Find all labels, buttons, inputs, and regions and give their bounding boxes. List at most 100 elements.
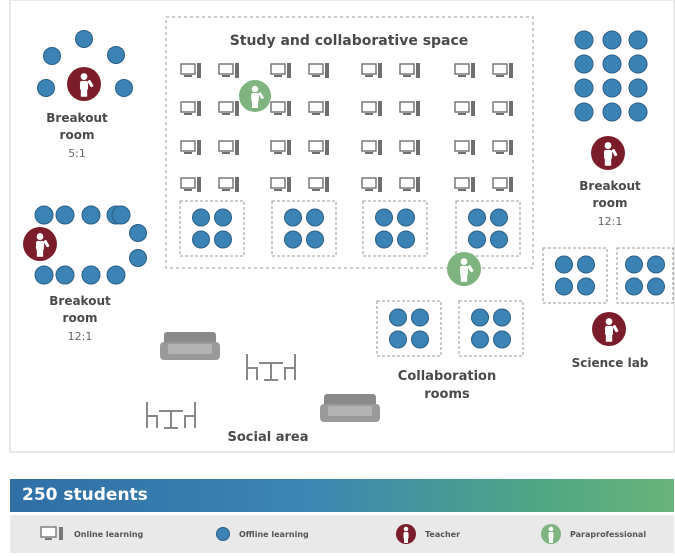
table-chairs-icon bbox=[146, 402, 196, 429]
student-icon bbox=[577, 255, 595, 274]
breakout-room-label-3b: room bbox=[593, 196, 628, 210]
breakout-room-label-1a: Breakout bbox=[46, 111, 108, 125]
sofa-icon bbox=[160, 332, 220, 360]
computer-icon bbox=[218, 101, 239, 116]
student-icon bbox=[397, 208, 415, 227]
science-lab-label: Science lab bbox=[572, 356, 649, 370]
student-icon bbox=[55, 205, 75, 225]
student-icon bbox=[284, 208, 302, 227]
computer-icon bbox=[454, 63, 475, 78]
student-icon bbox=[625, 255, 643, 274]
study-space-title: Study and collaborative space bbox=[230, 33, 469, 49]
student-icon bbox=[577, 277, 595, 296]
student-icon bbox=[192, 230, 210, 249]
student-icon bbox=[490, 230, 508, 249]
computer-icon bbox=[454, 101, 475, 116]
collaboration-rooms-label-b: rooms bbox=[424, 387, 470, 402]
student-icon bbox=[34, 265, 54, 285]
student-icon bbox=[411, 330, 429, 349]
computer-icon bbox=[361, 177, 382, 192]
student-icon bbox=[468, 208, 486, 227]
student-icon bbox=[602, 102, 622, 122]
teacher-icon bbox=[396, 524, 416, 544]
student-icon bbox=[107, 46, 125, 64]
student-icon bbox=[628, 78, 648, 98]
student-icon bbox=[43, 47, 61, 65]
student-icon bbox=[81, 205, 101, 225]
student-icon bbox=[306, 208, 324, 227]
computer-icon bbox=[399, 101, 420, 116]
student-icon bbox=[555, 277, 573, 296]
sofa-icon bbox=[320, 394, 380, 422]
student-icon bbox=[192, 208, 210, 227]
student-icon bbox=[471, 330, 489, 349]
legend-label: Offline learning bbox=[239, 529, 309, 539]
legend: Online learning Offline learning Teacher… bbox=[10, 515, 674, 553]
student-icon bbox=[574, 54, 594, 74]
student-icon bbox=[34, 205, 54, 225]
computer-icon bbox=[361, 63, 382, 78]
student-icon bbox=[115, 79, 133, 97]
legend-label: Online learning bbox=[74, 529, 144, 539]
student-icon bbox=[375, 208, 393, 227]
student-icon bbox=[306, 230, 324, 249]
study-cluster bbox=[455, 200, 521, 257]
study-space-area bbox=[165, 16, 534, 269]
student-icon bbox=[574, 102, 594, 122]
study-cluster bbox=[179, 200, 245, 257]
paraprofessional-icon bbox=[447, 252, 481, 286]
table-chairs-icon bbox=[246, 354, 296, 381]
student-icon bbox=[389, 330, 407, 349]
computer-icon bbox=[180, 140, 201, 155]
computer-icon bbox=[361, 140, 382, 155]
breakout-room-label-2a: Breakout bbox=[49, 294, 111, 308]
legend-label: Teacher bbox=[425, 529, 461, 539]
collaboration-room bbox=[458, 300, 524, 357]
student-icon bbox=[55, 265, 75, 285]
computer-icon bbox=[399, 177, 420, 192]
computer-icon bbox=[308, 177, 329, 192]
computer-icon bbox=[270, 101, 291, 116]
student-icon bbox=[602, 54, 622, 74]
student-icon bbox=[111, 205, 131, 225]
computer-icon bbox=[270, 140, 291, 155]
computer-icon bbox=[218, 140, 239, 155]
student-icon bbox=[284, 230, 302, 249]
computer-icon bbox=[399, 63, 420, 78]
student-icon bbox=[602, 78, 622, 98]
computer-icon bbox=[492, 177, 513, 192]
computer-icon bbox=[308, 63, 329, 78]
student-icon bbox=[106, 265, 126, 285]
social-area-label: Social area bbox=[228, 430, 309, 445]
student-count-banner: 250 students bbox=[10, 479, 674, 512]
computer-icon bbox=[454, 140, 475, 155]
teacher-icon bbox=[592, 312, 626, 346]
student-icon bbox=[490, 208, 508, 227]
legend-item-online: Online learning bbox=[40, 515, 143, 553]
science-lab-cluster bbox=[616, 247, 674, 304]
computer-icon bbox=[399, 140, 420, 155]
student-icon bbox=[129, 249, 147, 267]
computer-icon bbox=[454, 177, 475, 192]
student-icon bbox=[628, 102, 648, 122]
student-count: 250 students bbox=[22, 485, 148, 505]
breakout-room-label-1b: room bbox=[60, 128, 95, 142]
student-icon bbox=[493, 330, 511, 349]
student-icon bbox=[375, 230, 393, 249]
computer-icon bbox=[492, 101, 513, 116]
study-cluster bbox=[362, 200, 428, 257]
student-icon bbox=[471, 308, 489, 327]
student-icon bbox=[411, 308, 429, 327]
legend-item-paraprofessional: Paraprofessional bbox=[540, 515, 646, 553]
computer-icon bbox=[308, 101, 329, 116]
teacher-icon bbox=[67, 67, 101, 101]
student-icon bbox=[647, 255, 665, 274]
computer-icon bbox=[218, 63, 239, 78]
floor-outline bbox=[9, 0, 675, 453]
computer-icon bbox=[270, 63, 291, 78]
breakout-ratio-12-left: 12:1 bbox=[68, 330, 93, 343]
computer-icon bbox=[40, 526, 63, 540]
collaboration-rooms-label-a: Collaboration bbox=[398, 369, 496, 384]
legend-item-teacher: Teacher bbox=[395, 515, 460, 553]
paraprofessional-icon bbox=[239, 80, 271, 112]
